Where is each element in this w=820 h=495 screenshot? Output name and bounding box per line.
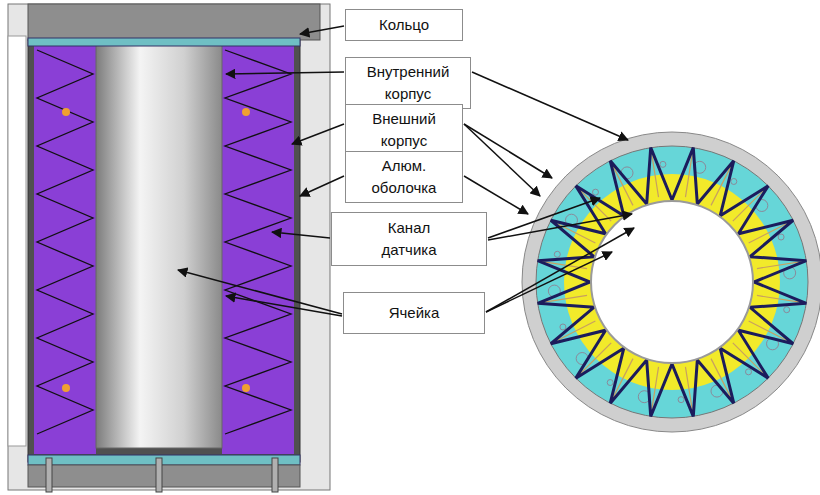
cell-cylinder <box>96 42 222 448</box>
sensor-dot <box>242 108 250 116</box>
bolt-hole <box>607 380 613 386</box>
leader-line <box>486 252 612 312</box>
bolt <box>46 458 52 492</box>
sensor-channel-right <box>222 46 294 454</box>
bolt-hole <box>660 161 666 167</box>
aluminium-shell <box>8 4 330 490</box>
sensor-dot <box>242 384 250 392</box>
longitudinal-section <box>8 4 330 492</box>
label-box: Ячейка <box>343 292 485 334</box>
leader-line <box>464 124 540 196</box>
leader-line <box>486 228 634 312</box>
label-box: Внешний корпус <box>345 104 463 156</box>
top-plate <box>28 38 300 46</box>
ring-gap <box>8 36 26 446</box>
leader-line <box>488 198 600 238</box>
outer-body <box>536 146 808 418</box>
label-box: Внутренний корпус <box>345 57 471 109</box>
part-label: Внешний корпус <box>352 108 456 152</box>
part-label: Ячейка <box>389 302 440 324</box>
sensor-zigzag <box>538 148 807 417</box>
bolt <box>156 458 162 492</box>
leader-line <box>178 270 342 314</box>
leader-line <box>464 176 528 214</box>
bolt-hole <box>784 307 790 313</box>
label-box: Кольцо <box>345 9 463 41</box>
top-cap <box>28 4 320 40</box>
cell-hole <box>591 201 753 363</box>
bolt-hole <box>746 369 752 375</box>
bottom-cap <box>28 465 300 487</box>
leader-line <box>464 124 552 178</box>
leader-lines <box>178 26 634 316</box>
bolt-hole <box>554 251 560 257</box>
leader-line <box>272 232 330 238</box>
bolt <box>272 458 278 492</box>
part-label: Алюм. оболочка <box>352 155 456 199</box>
part-label: Внутренний корпус <box>353 61 463 105</box>
aluminium-shell <box>522 132 820 432</box>
part-label: Кольцо <box>379 14 429 36</box>
leader-line <box>488 214 632 240</box>
outer-body <box>28 40 300 462</box>
sensor-channel-left <box>34 46 96 454</box>
sensor-dot <box>62 108 70 116</box>
label-box: Алюм. оболочка <box>345 151 463 203</box>
bottom-plate <box>28 455 300 465</box>
sensor-dot <box>62 384 70 392</box>
part-label: Канал датчика <box>364 217 454 261</box>
inner-band <box>564 174 780 390</box>
bolt-hole <box>592 189 598 195</box>
leader-line <box>226 72 344 74</box>
leader-line <box>472 72 628 140</box>
bolt-hole <box>560 324 566 330</box>
leader-line <box>300 26 344 34</box>
bolt-hole <box>731 178 737 184</box>
bolt-hole <box>678 397 684 403</box>
sensor-zigzag-line <box>37 50 93 434</box>
leader-line <box>226 296 342 316</box>
sensor-zigzag-line <box>225 50 291 434</box>
cross-section <box>522 132 820 432</box>
label-box: Канал датчика <box>331 212 487 266</box>
leader-line <box>300 176 344 196</box>
leader-line <box>292 124 344 144</box>
sensor-zigzag-line <box>538 148 807 417</box>
bolt-hole <box>778 234 784 240</box>
